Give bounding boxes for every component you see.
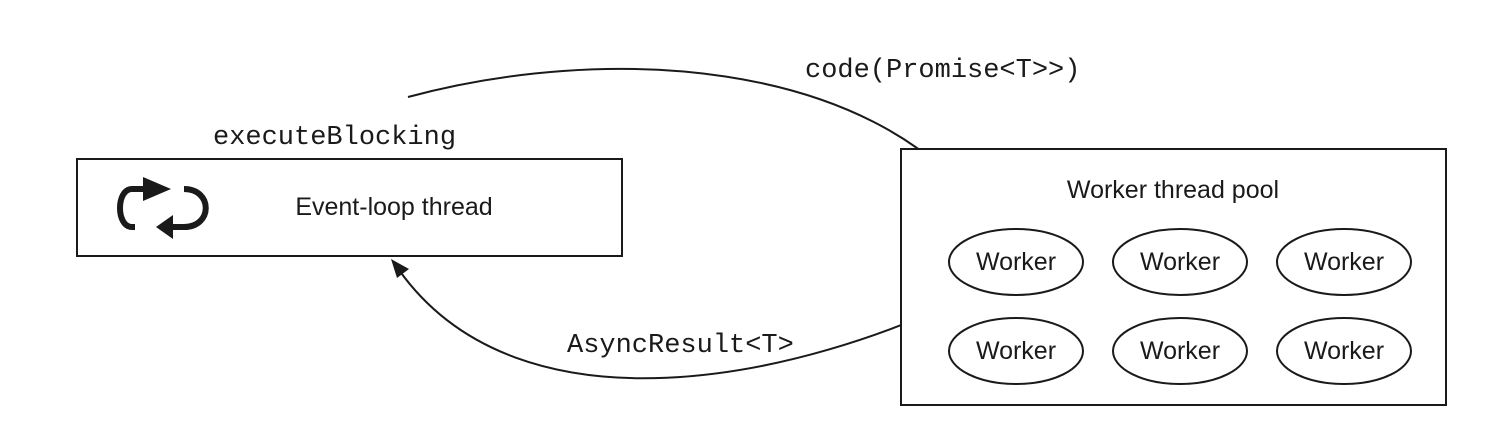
worker-label: Worker (1304, 248, 1384, 276)
worker-label: Worker (976, 337, 1056, 365)
worker-node: Worker (1276, 228, 1412, 296)
worker-label: Worker (1140, 337, 1220, 365)
async-result-label: AsyncResult<T> (567, 331, 794, 361)
code-promise-label: code(Promise<T>>) (805, 56, 1080, 86)
worker-pool-box: Worker thread pool Worker Worker Worker … (900, 148, 1447, 406)
worker-node: Worker (1276, 317, 1412, 385)
worker-node: Worker (948, 317, 1084, 385)
worker-node: Worker (948, 228, 1084, 296)
worker-node: Worker (1112, 228, 1248, 296)
event-loop-label: Event-loop thread (295, 193, 492, 221)
arrowhead-to-event-loop (391, 259, 409, 278)
worker-label: Worker (1304, 337, 1384, 365)
worker-node: Worker (1112, 317, 1248, 385)
edge-async-result (398, 269, 977, 380)
event-loop-box: Event-loop thread (76, 158, 623, 257)
execute-blocking-label: executeBlocking (213, 123, 456, 153)
worker-pool-title: Worker thread pool (1067, 176, 1279, 204)
loop-arrows-icon (117, 177, 209, 239)
worker-label: Worker (976, 248, 1056, 276)
worker-label: Worker (1140, 248, 1220, 276)
